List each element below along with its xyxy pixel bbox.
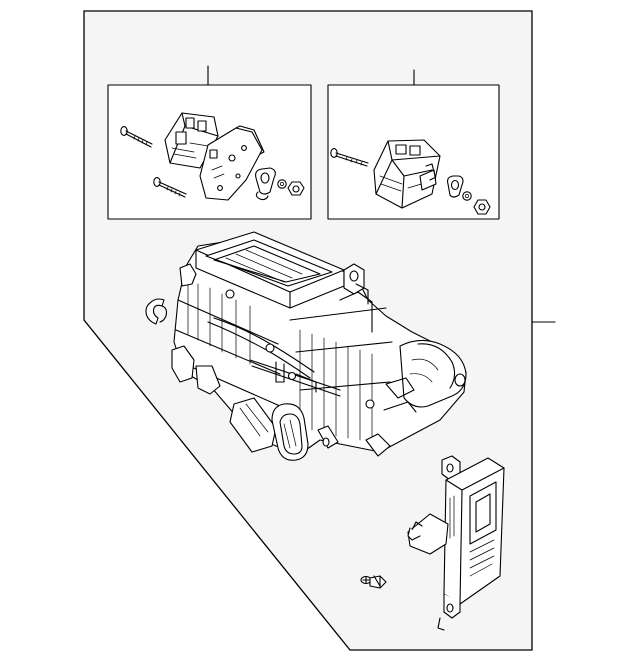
right-actuator-kit: [327, 69, 500, 220]
left-fastener-set: [255, 167, 305, 201]
right-actuator: [373, 139, 441, 209]
left-actuator-kit: [107, 65, 312, 220]
right-fastener-set: [447, 175, 491, 215]
left-bolt-upper: [120, 126, 153, 148]
heater-core-housing: [171, 231, 467, 461]
control-module: [407, 455, 505, 631]
housing-foot: [271, 403, 309, 461]
right-bolt: [330, 148, 369, 167]
screw: [360, 575, 387, 589]
housing-outlet: [399, 339, 467, 408]
left-bolt-lower: [153, 177, 187, 198]
clip: [145, 298, 168, 325]
left-actuator: [164, 112, 265, 201]
